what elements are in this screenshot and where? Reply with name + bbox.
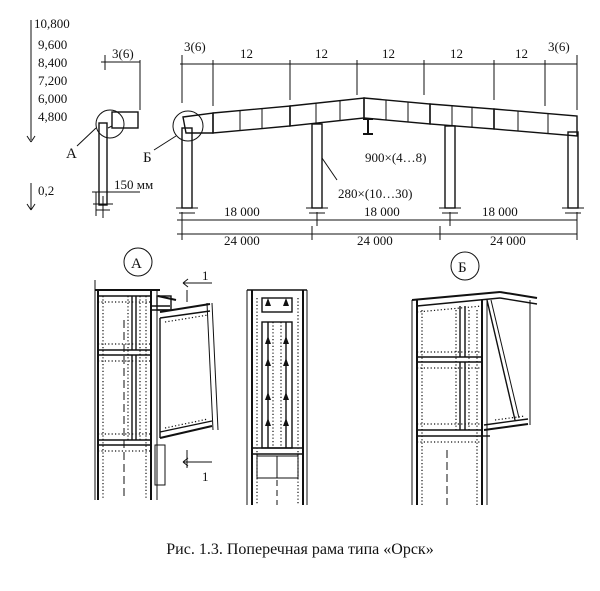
level-label: 4,800 <box>38 109 67 124</box>
column-note: 280×(10…30) <box>338 186 413 201</box>
span-label: 12 <box>240 46 253 61</box>
level-label: 7,200 <box>38 73 67 88</box>
level-scale: 10,800 9,600 8,400 7,200 6,000 4,800 0,2 <box>26 16 70 211</box>
detail-a-label: А <box>131 256 142 272</box>
force-arrows <box>265 298 289 426</box>
span-bottom: 24 000 <box>224 233 260 248</box>
level-label: 10,800 <box>34 16 70 31</box>
beam-note: 900×(4…8) <box>365 150 427 165</box>
span-bottom: 18 000 <box>364 204 400 219</box>
span-bottom: 24 000 <box>490 233 526 248</box>
span-bottom: 18 000 <box>224 204 260 219</box>
span-label: 12 <box>382 46 395 61</box>
level-label: 9,600 <box>38 37 67 52</box>
offset-label: 150 мм <box>114 177 153 192</box>
main-frame: 3(6) 12 12 12 12 12 3(6) <box>143 39 584 248</box>
level-label-low: 0,2 <box>38 183 54 198</box>
node-label-a: А <box>66 146 77 162</box>
level-label: 6,000 <box>38 91 67 106</box>
left-column: 3(6) А 150 мм <box>66 46 153 218</box>
span-bottom: 24 000 <box>357 233 393 248</box>
detail-b-circle <box>450 251 480 281</box>
figure-caption: Рис. 1.3. Поперечная рама типа «Орск» <box>166 541 433 558</box>
section-1-1 <box>246 289 308 505</box>
span-label: 3(6) <box>112 46 134 61</box>
span-label: 12 <box>450 46 463 61</box>
section-mark: 1 <box>202 268 209 283</box>
span-label: 3(6) <box>184 39 206 54</box>
span-label: 12 <box>515 46 528 61</box>
node-a-circle <box>95 109 125 139</box>
span-bottom: 18 000 <box>482 204 518 219</box>
level-label: 8,400 <box>38 55 67 70</box>
detail-b: Б <box>411 251 538 505</box>
node-b-circle <box>172 110 204 142</box>
span-label: 3(6) <box>548 39 570 54</box>
detail-b-label: Б <box>458 260 467 276</box>
span-label: 12 <box>315 46 328 61</box>
section-mark: 1 <box>202 469 209 484</box>
detail-a-circle <box>123 247 153 277</box>
detail-a: А <box>94 247 219 500</box>
node-label-b: Б <box>143 150 152 166</box>
